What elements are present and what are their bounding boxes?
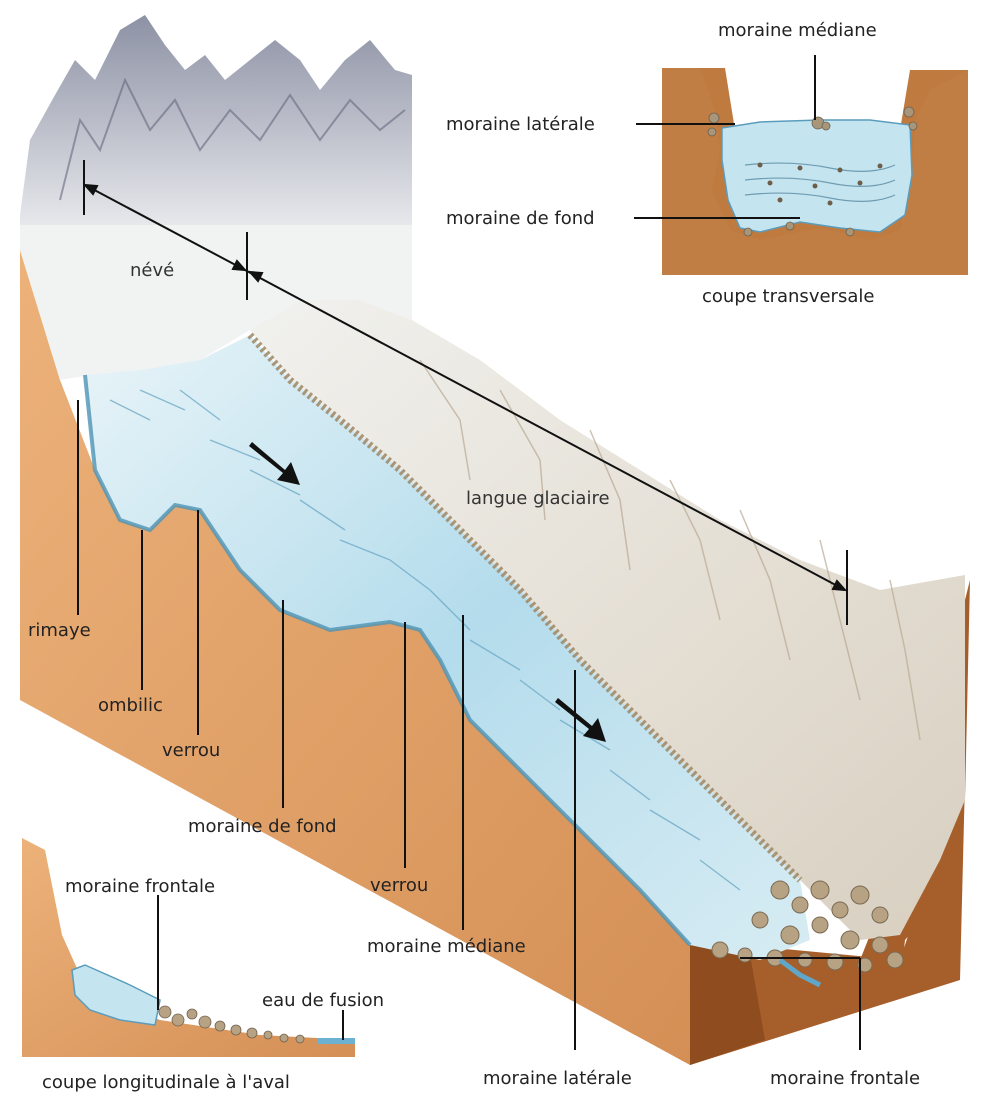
cross-section-ice (722, 120, 912, 232)
label-moraine-laterale: moraine latérale (483, 1070, 632, 1088)
longitudinal-section-figure (22, 838, 355, 1057)
label-langue-glaciaire: langue glaciaire (466, 490, 610, 508)
label-rimaye: rimaye (28, 622, 91, 640)
cross-section-label-moraine-de-fond: moraine de fond (446, 210, 595, 228)
cross-section-label-moraine-mediane: moraine médiane (718, 22, 877, 40)
label-moraine-de-fond: moraine de fond (188, 818, 337, 836)
label-verrou-2: verrou (370, 877, 428, 895)
label-ombilic: ombilic (98, 697, 163, 715)
label-verrou-1: verrou (162, 742, 220, 760)
long-section-label-eau-de-fusion: eau de fusion (262, 992, 384, 1010)
label-moraine-mediane: moraine médiane (367, 938, 526, 956)
long-section-caption: coupe longitudinale à l'aval (42, 1074, 290, 1092)
cross-section-label-moraine-laterale: moraine latérale (446, 116, 595, 134)
label-neve: névé (130, 262, 174, 280)
long-section-label-moraine-frontale: moraine frontale (65, 878, 215, 896)
mountain-peaks (20, 15, 412, 225)
label-moraine-frontale: moraine frontale (770, 1070, 920, 1088)
cross-section-figure (634, 55, 968, 275)
cross-section-caption: coupe transversale (702, 288, 874, 306)
